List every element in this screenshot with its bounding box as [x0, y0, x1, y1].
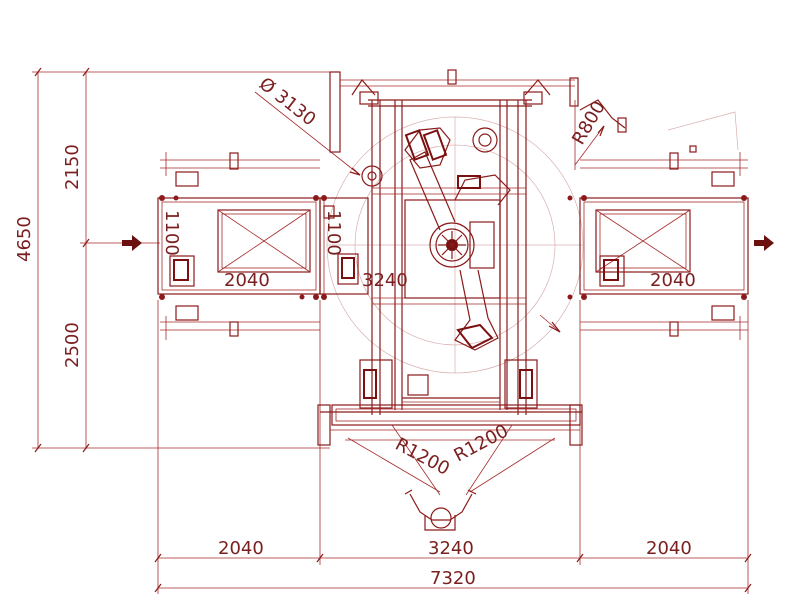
right-conveyor [567, 111, 749, 340]
right-conveyor-length-label: 2040 [650, 270, 696, 291]
operator-radius-right-label: R1200 [450, 420, 511, 466]
bottom-total-dimension-label: 7320 [430, 568, 476, 589]
total-height-label: 4650 [14, 216, 35, 262]
center-width-label: 3240 [362, 270, 408, 291]
robot-reach-circle [254, 91, 584, 374]
left-conveyor-length-label: 2040 [224, 270, 270, 291]
center-infeed [319, 195, 369, 300]
r800-detail [574, 99, 627, 166]
bottom-center-dimension-label: 3240 [428, 538, 474, 559]
lower-height-label: 2500 [62, 322, 83, 368]
robot-arm [361, 127, 511, 351]
reach-diameter-label: Ø 3130 [255, 73, 320, 130]
corner-radius-label: R800 [568, 97, 610, 148]
flow-arrows [122, 235, 774, 251]
left-conveyor-width-label: 1100 [161, 210, 182, 256]
operator-radius-left-label: R1200 [392, 434, 453, 480]
bottom-dimension-lines [154, 300, 752, 594]
center-conveyor-width-label: 1100 [323, 210, 344, 256]
operator-station [317, 359, 583, 531]
left-dimension-lines [32, 67, 330, 453]
bottom-left-dimension-label: 2040 [218, 538, 264, 559]
left-conveyor [157, 152, 321, 340]
upper-height-label: 2150 [62, 144, 83, 190]
bottom-right-dimension-label: 2040 [646, 538, 692, 559]
